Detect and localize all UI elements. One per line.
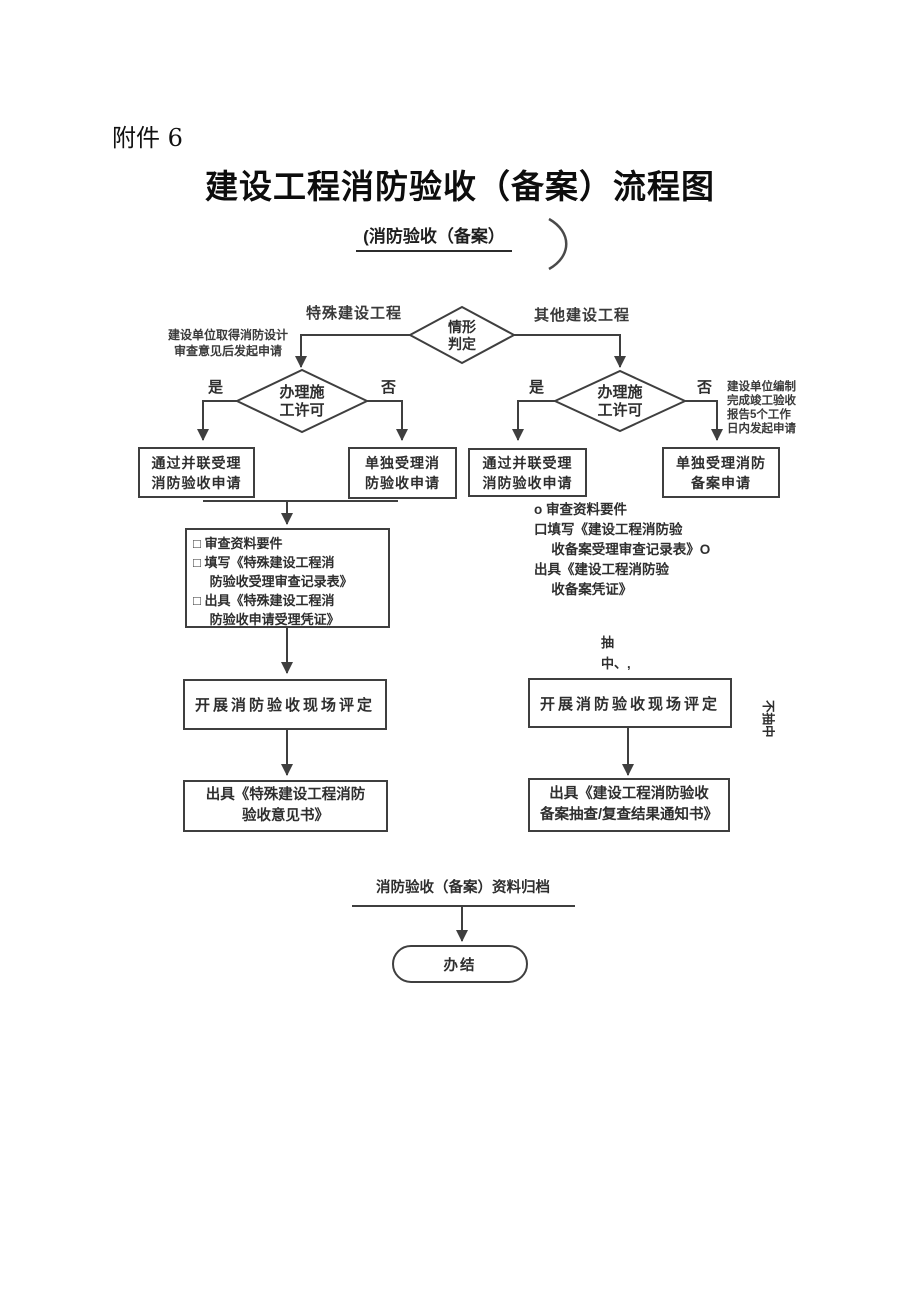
label-yes-left: 是 (208, 379, 224, 396)
note-sampled: 抽 中、, (601, 635, 631, 671)
permit-decision-left-label: 办理施 工许可 (279, 384, 325, 419)
note-special-apply: 建设单位取得消防设计 审查意见后发起申请 (167, 328, 288, 358)
connector-permit-left-yes (197, 400, 237, 441)
connector-permit-right-no (685, 400, 723, 441)
archive-label: 消防验收（备案）资料归档 (376, 880, 550, 896)
box-onsite-evaluation-right: 开展消防验收现场评定 (528, 678, 732, 728)
permit-decision-diamond-left (234, 368, 370, 434)
start-node-arc (548, 217, 568, 271)
box-single-acceptance-inspection: 单独受理消 防验收申请 (348, 447, 457, 499)
box-parallel-acceptance-inspection: 通过并联受理 消防验收申请 (138, 447, 255, 498)
box-parallel-acceptance-filing: 通过并联受理 消防验收申请 (468, 448, 587, 497)
page-title: 建设工程消防验收（备案）流程图 (205, 168, 715, 205)
box-single-acceptance-filing: 单独受理消防 备案申请 (662, 447, 780, 498)
checklist-text-filing: o 审查资料要件 口填写《建设工程消防验 收备案受理审查记录表》O 出具《建设工… (534, 502, 711, 597)
box-onsite-evaluation-left: 开展消防验收现场评定 (183, 679, 387, 730)
end-node: 办结 (392, 945, 528, 983)
branch-label-special-project: 特殊建设工程 (306, 305, 403, 322)
start-node-label: (消防验收（备案） (356, 222, 512, 252)
branch-label-other-project: 其他建设工程 (534, 307, 631, 324)
case-decision-diamond (407, 305, 517, 365)
box-issue-opinion-letter: 出具《特殊建设工程消防 验收意见书》 (183, 780, 388, 832)
connector-case-to-special (295, 334, 410, 368)
case-decision-label: 情形 判定 (448, 319, 476, 352)
label-no-right: 否 (697, 379, 713, 396)
label-yes-right: 是 (529, 379, 545, 396)
permit-decision-diamond-right (552, 369, 688, 433)
connector-permit-right-yes (512, 400, 555, 441)
permit-decision-right-label: 办理施 工许可 (597, 384, 643, 419)
connector-permit-left-no (367, 400, 408, 441)
checklist-box-special: □ 审查资料要件 □ 填写《特殊建设工程消 防验收受理审查记录表》 □ 出具《特… (185, 528, 390, 628)
note-other-apply: 建设单位编制 完成竣工验收 报告5个工作 日内发起申请 (727, 381, 796, 435)
label-no-left: 否 (381, 379, 397, 396)
note-not-sampled-vertical: 不抽中 (761, 700, 775, 738)
attachment-label: 附件 6 (112, 124, 183, 152)
connector-case-to-other (514, 334, 626, 368)
box-issue-result-notice: 出具《建设工程消防验收 备案抽查/复查结果通知书》 (528, 778, 730, 832)
